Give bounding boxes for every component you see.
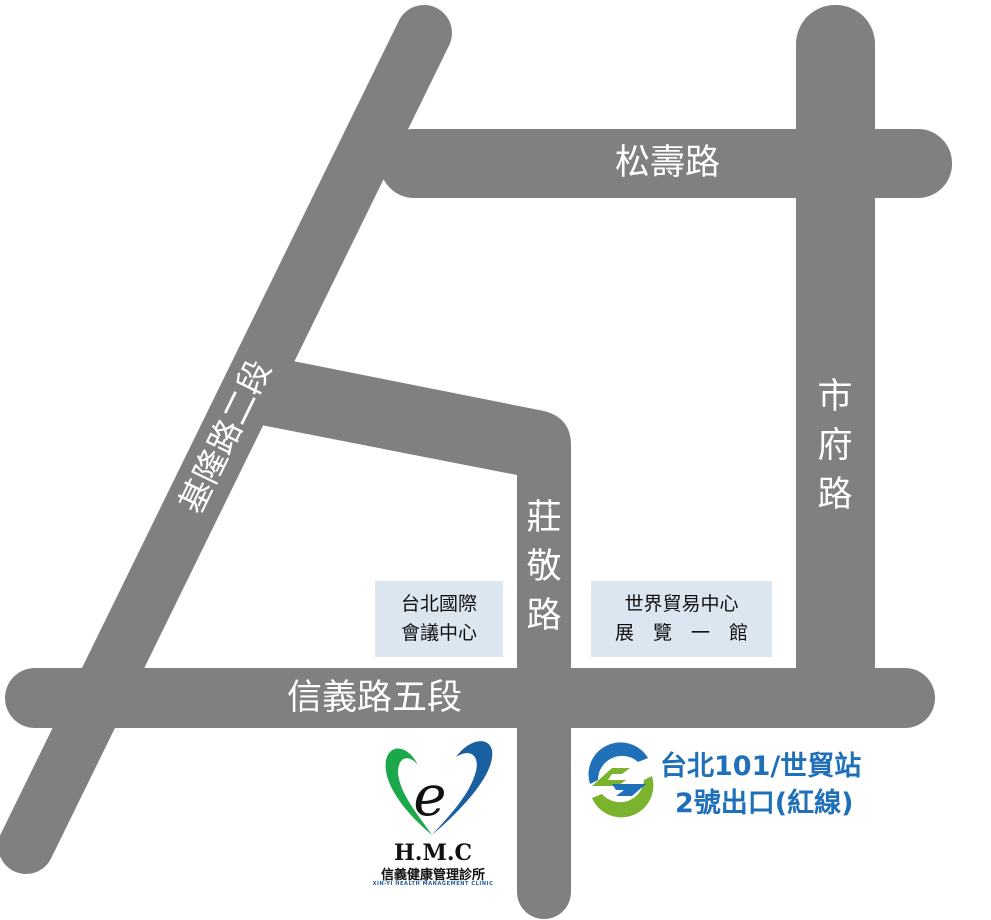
clinic-name: 信義健康管理診所 [380,868,485,883]
clinic-abbr: H.M.C [394,840,472,866]
label-xinyi-road: 信義路五段 [287,678,463,718]
landmark-ticc: 台北國際 會議中心 [375,581,503,657]
label-songshou-road: 松壽路 [615,143,721,183]
clinic-english-name: XIN-YI HEALTH MANAGEMENT CLINIC [372,881,494,887]
landmark-twtc: 世界貿易中心 展 覽 一 館 [591,581,772,657]
mrt-exit-info: 2號出口(紅線) [675,788,854,819]
label-char: 敬 [526,547,562,587]
clinic-logo: e H.M.C 信義健康管理診所 XIN-YI HEALTH MANAGEMEN… [368,735,498,895]
mrt-logo-icon [588,742,654,818]
label-zhuangjing-road: 莊 敬 路 [524,494,564,641]
label-char: 路 [817,475,853,515]
landmark-line: 世界貿易中心 [624,593,739,615]
label-shifu-road: 市 府 路 [815,373,855,520]
landmark-line: 展 覽 一 館 [614,622,748,644]
landmark-line: 會議中心 [400,622,477,644]
label-char: 路 [526,596,562,636]
road-keelung [0,5,452,874]
label-char: 市 [817,377,853,417]
landmark-line: 台北國際 [400,593,477,615]
road-shifu [796,5,875,705]
mrt-station-name: 台北101/世貿站 [660,751,862,782]
label-char: 府 [817,426,853,466]
road-xinyi [5,668,935,728]
road-zhuangjing [261,361,571,919]
heart-logo-icon: e [385,741,493,835]
svg-text:e: e [413,764,446,829]
label-char: 莊 [526,498,562,538]
